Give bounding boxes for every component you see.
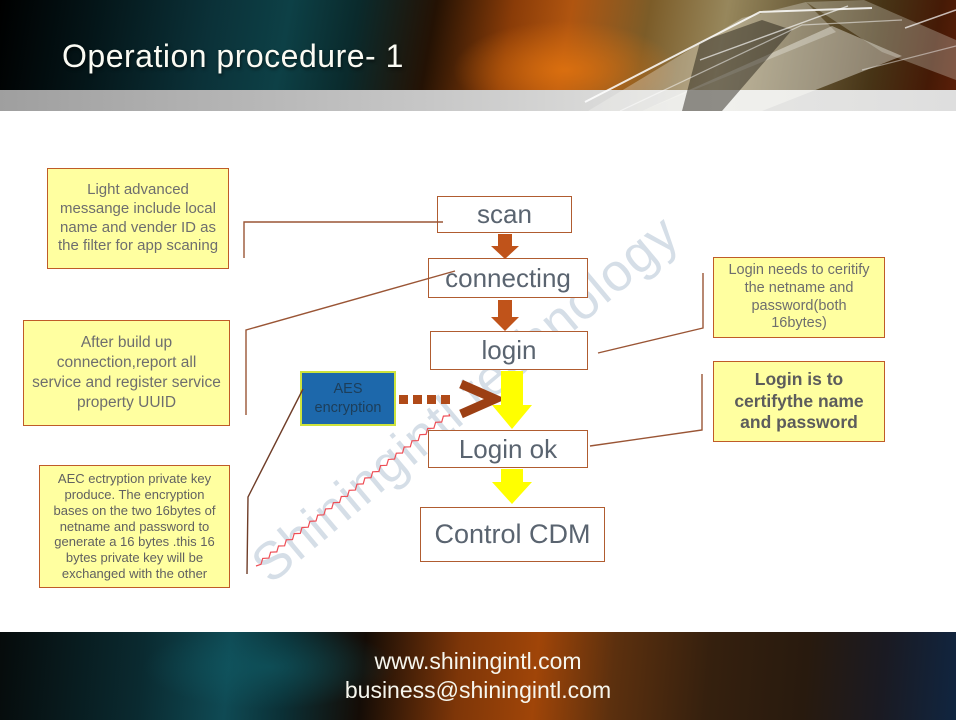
callout-login-is-to-certify: Login is to certifythe name and password <box>713 361 885 442</box>
callout-after-build-up: After build up connection,report all ser… <box>23 320 230 426</box>
flow-node-control-cdm-label: Control CDM <box>434 519 591 549</box>
callout-text: After build up connection,report all ser… <box>32 333 221 412</box>
header-divider-strip <box>0 90 956 111</box>
callout-aec-encryption-key: AEC ectryption private key produce. The … <box>39 465 230 588</box>
connector-login-to-callout-r1 <box>597 273 704 354</box>
arrow-connecting-to-login <box>491 300 519 331</box>
flow-node-login: login <box>430 331 588 370</box>
flow-node-login-label: login <box>481 335 537 365</box>
flow-node-login-ok: Login ok <box>428 430 588 468</box>
connector-login-ok-to-callout-r2 <box>589 374 703 447</box>
connector-callout1-to-scan <box>243 221 443 258</box>
callout-login-needs-certify: Login needs to ceritify the netname and … <box>713 257 885 338</box>
flow-node-control-cdm: Control CDM <box>420 507 605 562</box>
flow-node-scan: scan <box>437 196 572 233</box>
dashed-arrow-aes <box>399 379 507 419</box>
dashed-arrow-head <box>459 379 507 419</box>
aes-encryption-label: AES encryption <box>314 381 382 416</box>
page-title: Operation procedure- 1 <box>62 38 404 74</box>
callout-text: Login needs to ceritify the netname and … <box>728 262 870 332</box>
arrow-scan-to-connecting <box>491 234 519 259</box>
flow-node-connecting-label: connecting <box>445 262 571 293</box>
callout-text: AEC ectryption private key produce. The … <box>53 470 216 582</box>
callout-text: Login is to certifythe name and password <box>734 368 864 433</box>
footer-email: business@shiningintl.com <box>344 677 612 703</box>
callout-light-advanced-message: Light advanced messange include local na… <box>47 168 229 269</box>
footer-website: www.shiningintl.com <box>374 647 582 674</box>
aes-encryption-box: AES encryption <box>300 371 396 426</box>
arrow-login-ok-to-control-cdm <box>492 469 532 504</box>
flow-node-scan-label: scan <box>477 199 532 229</box>
callout-text: Light advanced messange include local na… <box>57 180 219 255</box>
footer: www.shiningintl.com business@shiningintl… <box>0 632 956 720</box>
arrow-login-to-login-ok <box>492 371 532 429</box>
flow-node-connecting: connecting <box>428 258 588 298</box>
connector-aes-to-callout3 <box>246 388 304 575</box>
flow-node-login-ok-label: Login ok <box>458 433 558 464</box>
